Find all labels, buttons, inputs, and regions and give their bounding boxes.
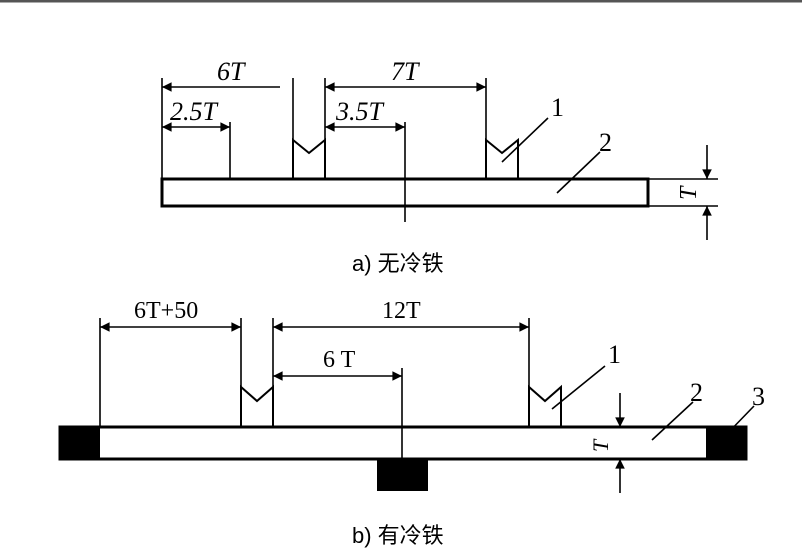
dim-label-thickness-b: T — [588, 438, 613, 452]
riser-right-b — [528, 384, 562, 427]
callout-1-a: 1 — [551, 93, 564, 122]
diagram-a: 6T 2.5T 7T 3.5T T 1 2 a) 无冷铁 — [160, 57, 718, 276]
dim-label-6T-a: 6T — [217, 57, 246, 86]
dim-label-12T-b: 12T — [382, 298, 421, 324]
riser-left-a — [292, 137, 326, 179]
callout-2-a: 2 — [599, 128, 612, 157]
chill-right — [706, 427, 746, 459]
dim-label-7T-a: 7T — [391, 57, 420, 86]
callout-3-b: 3 — [752, 382, 765, 411]
caption-b: b) 有冷铁 — [352, 523, 444, 548]
riser-left-b — [240, 384, 274, 427]
riser-right-a — [485, 137, 519, 179]
callout-1-b: 1 — [608, 340, 621, 369]
dim-label-thickness-a: T — [676, 185, 702, 200]
dim-label-3-5T-a: 3.5T — [335, 97, 385, 126]
diagram-b: 6T+50 12T 6 T T 1 2 3 b) 有冷铁 — [58, 298, 765, 548]
dim-label-6T-50-b: 6T+50 — [134, 298, 198, 324]
casting-plate-b — [58, 425, 748, 461]
callout-2-b: 2 — [690, 378, 703, 407]
dim-label-6T-b: 6 T — [323, 347, 356, 373]
chill-bottom — [377, 459, 428, 491]
dim-label-2-5T-a: 2.5T — [170, 97, 219, 126]
chill-left — [60, 427, 100, 459]
caption-a: a) 无冷铁 — [352, 251, 444, 276]
